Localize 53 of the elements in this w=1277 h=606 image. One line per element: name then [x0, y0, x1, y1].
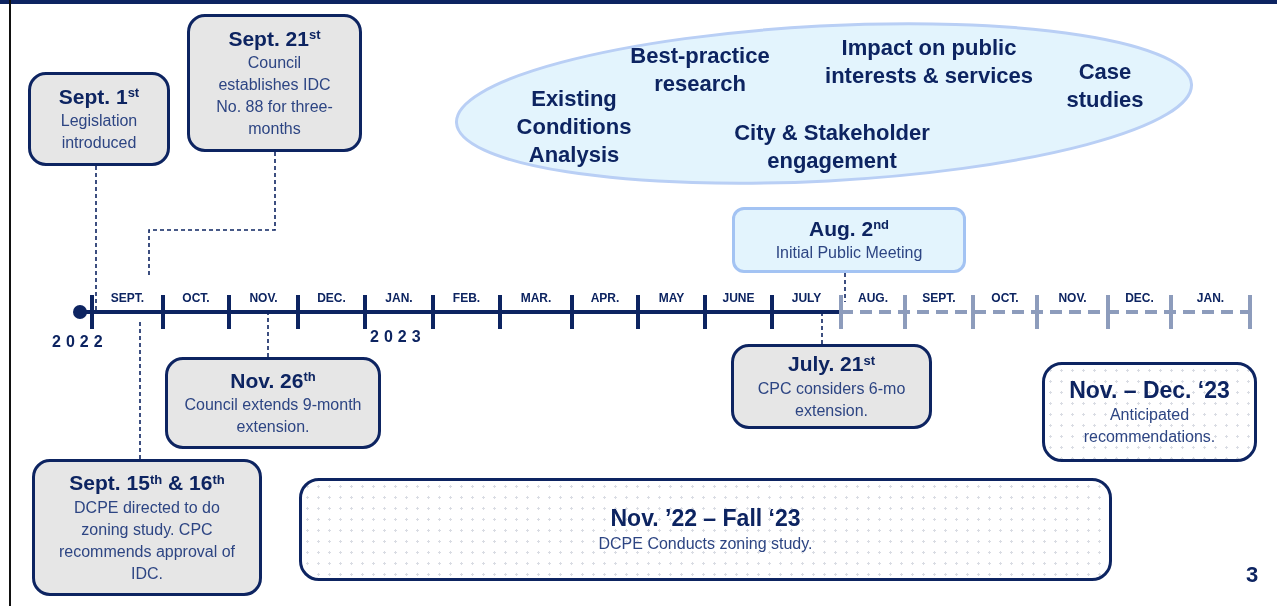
month-label: JAN.	[385, 291, 413, 305]
month-label: DEC.	[317, 291, 346, 305]
page-number: 3	[1246, 564, 1259, 586]
event-description: Council extends 9-month extension.	[184, 395, 362, 438]
leader-line	[148, 151, 276, 277]
month-label: JUNE	[722, 291, 755, 305]
year-label: 2022	[52, 334, 108, 350]
month-label: AUG.	[858, 291, 888, 305]
event-card	[732, 207, 966, 273]
date-heading: Aug. 2$^{nd}$	[808, 215, 890, 242]
month-label: DEC.	[1125, 291, 1154, 305]
event-card	[32, 459, 262, 596]
date-heading: Sept. 15$^{th}$ & 16$^{th}$	[69, 470, 225, 497]
leader-line	[139, 321, 141, 460]
month-label: SEPT.	[110, 291, 145, 305]
month-label: OCT.	[182, 291, 210, 305]
leader-line	[844, 272, 846, 303]
event-description: CPC considers 6-mo extension.	[756, 378, 907, 421]
topic-label: Case studies	[1065, 58, 1145, 114]
date-heading: July. 21$^{st}$	[787, 351, 876, 378]
event-card	[187, 14, 362, 152]
event-description: Council establishes IDC No. 88 for three-months	[215, 53, 334, 140]
month-label: JAN.	[1196, 291, 1225, 305]
event-card	[28, 72, 170, 166]
period-card	[299, 478, 1112, 581]
topic-label: City & Stakeholder engagement	[733, 119, 931, 175]
date-heading: Sept. 1$^{st}$	[58, 83, 140, 110]
event-description: DCPE directed to do zoning study. CPC recommends approval of IDC.	[57, 497, 237, 584]
date-heading: Sept. 21$^{st}$	[228, 25, 321, 52]
month-label: FEB.	[452, 291, 481, 305]
month-label: NOV.	[1058, 291, 1087, 305]
period-card	[1042, 362, 1257, 462]
date-heading: Nov. – Dec. ‘23	[1069, 375, 1230, 405]
leader-line	[267, 313, 269, 358]
date-heading: Nov. 26$^{th}$	[230, 367, 316, 394]
year-label: 2023	[370, 329, 426, 345]
month-label: MAR.	[520, 291, 552, 305]
leader-line	[95, 165, 97, 313]
event-description: Initial Public Meeting	[775, 243, 923, 264]
leader-line	[821, 313, 823, 345]
month-label: SEPT.	[922, 291, 956, 305]
month-label: APR.	[590, 291, 620, 305]
month-label: NOV.	[249, 291, 278, 305]
event-card	[731, 344, 932, 429]
event-card	[165, 357, 381, 449]
event-description: Anticipated recommendations.	[1082, 405, 1217, 448]
event-description: DCPE Conducts zoning study.	[598, 533, 813, 554]
month-label: JULY	[791, 291, 822, 305]
event-description: Legislation introduced	[59, 111, 139, 154]
date-heading: Nov. ’22 – Fall ‘23	[610, 504, 801, 533]
topic-label: Impact on public interests & services	[824, 34, 1034, 90]
month-label: MAY	[658, 291, 685, 305]
month-label: OCT.	[991, 291, 1019, 305]
